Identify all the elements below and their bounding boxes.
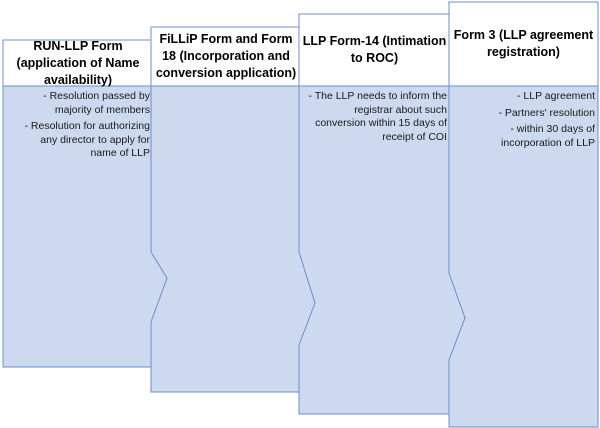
step-4-bullet: within 30 days of incorporation of LLP <box>455 123 595 150</box>
step-4-body <box>448 85 599 428</box>
step-4-title: Form 3 (LLP agreement registration) <box>453 28 594 59</box>
step-3-panel <box>298 13 466 415</box>
step-4-bullets: LLP agreement Partners' resolution withi… <box>455 90 595 153</box>
step-3-bullet: The LLP needs to inform the registrar ab… <box>306 90 447 144</box>
step-3-title: LLP Form-14 (Intimation to ROC) <box>302 34 447 65</box>
step-2-body <box>150 85 316 393</box>
step-4-bullet: LLP agreement <box>455 90 595 104</box>
step-2-title: FiLLiP Form and Form 18 (Incorporation a… <box>155 32 297 80</box>
step-1-title: RUN-LLP Form (application of Name availa… <box>16 38 140 87</box>
step-4-bullet: Partners' resolution <box>455 107 595 121</box>
step-4-header <box>448 1 599 87</box>
step-1-bullet: Resolution passed by majority of members <box>12 90 150 117</box>
step-1-header <box>2 39 154 87</box>
step-4-panel <box>448 1 599 428</box>
step-1-bullet: Resolution for authorizing any director … <box>12 120 150 161</box>
step-3-bullets: The LLP needs to inform the registrar ab… <box>306 90 447 147</box>
step-1-bullets: Resolution passed by majority of members… <box>12 90 150 164</box>
